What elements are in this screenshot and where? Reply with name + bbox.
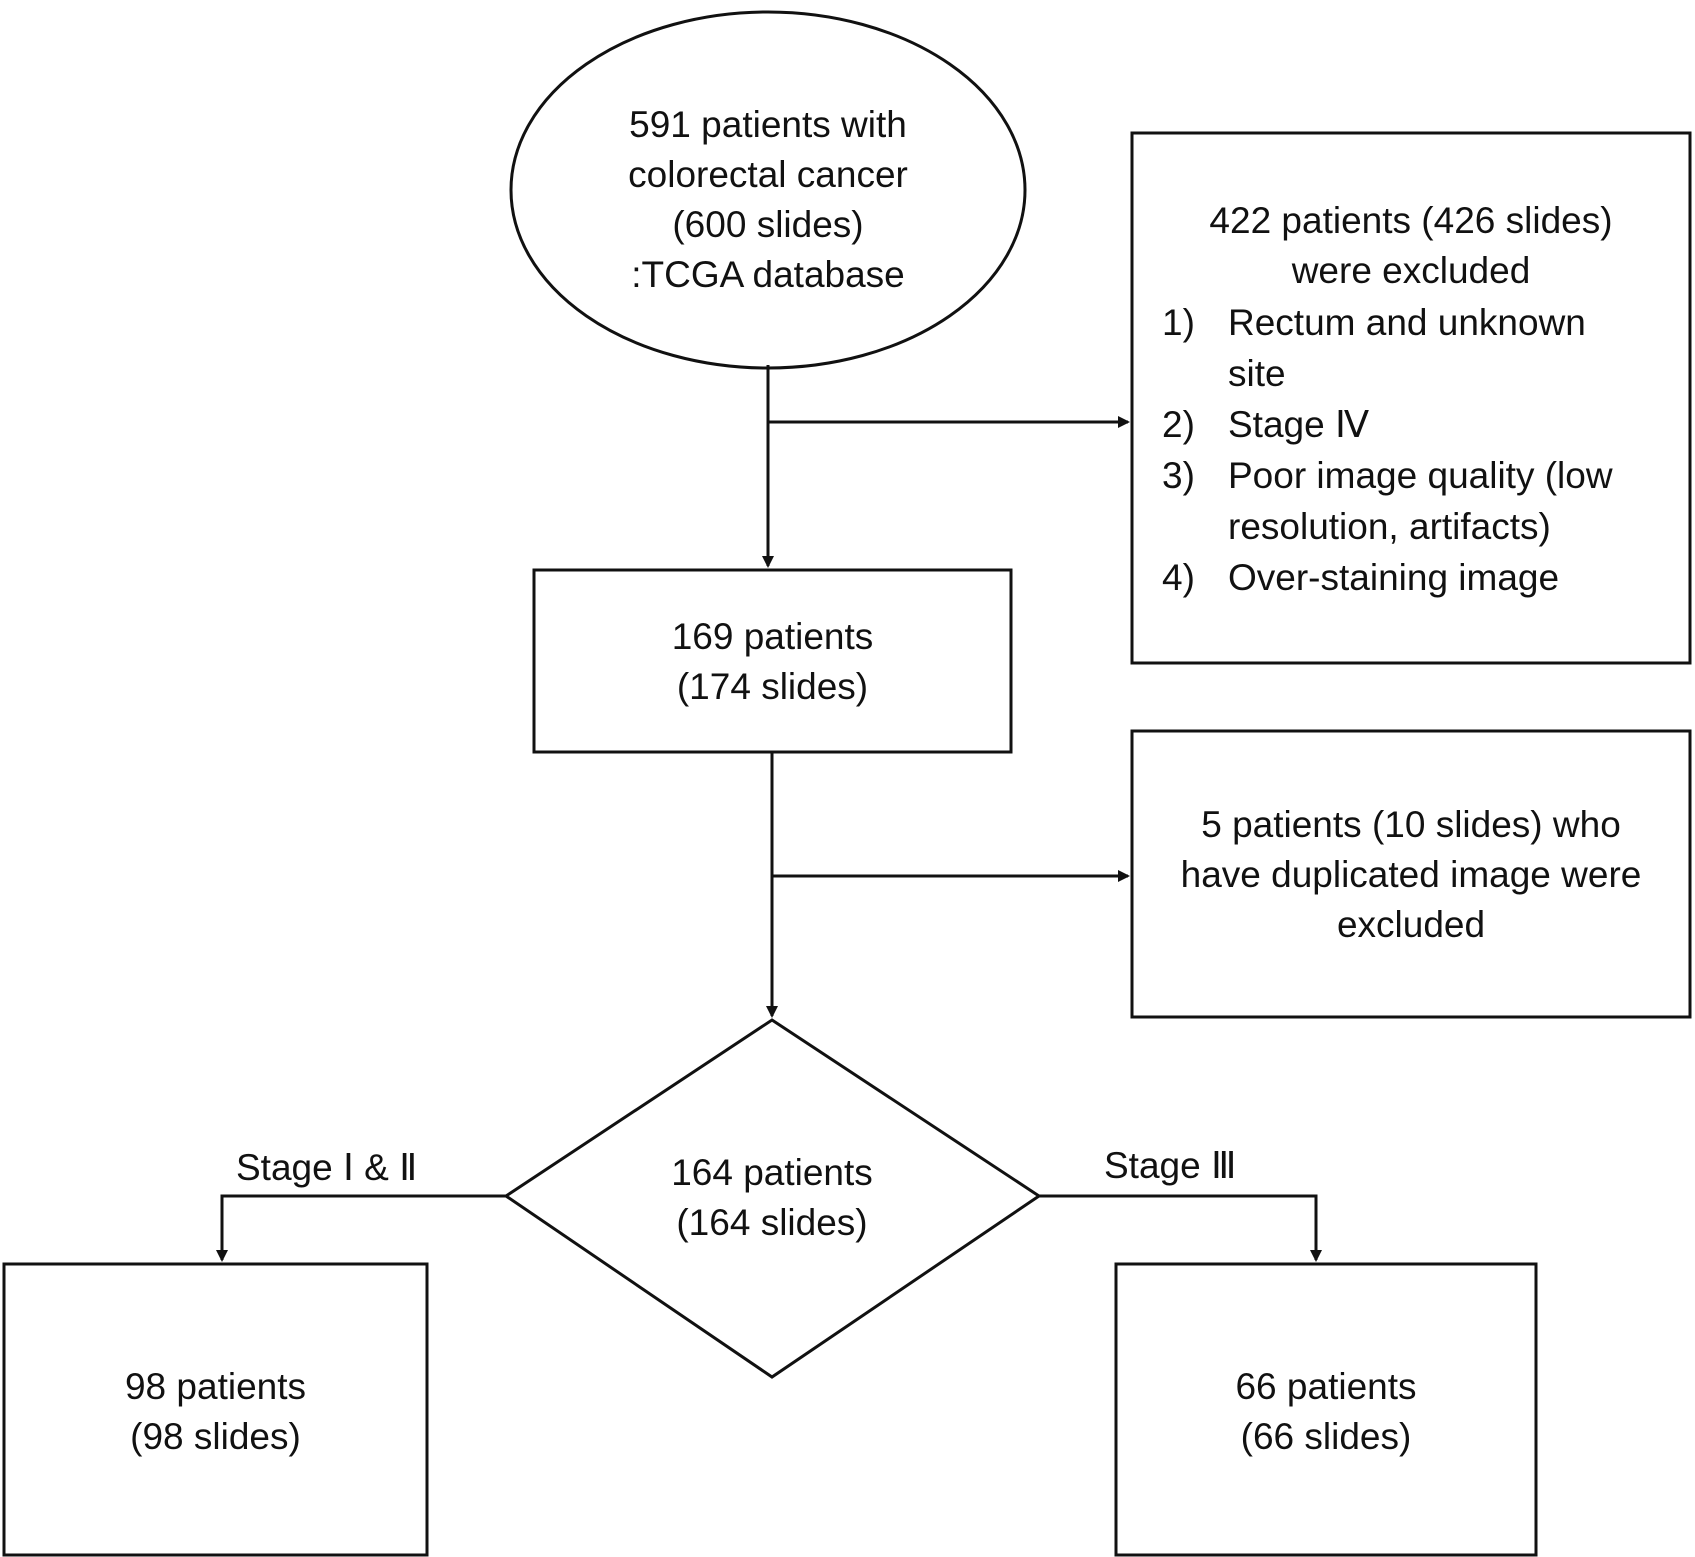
right-result-line-1: 66 patients	[1235, 1366, 1417, 1407]
exclusion-item: 2) Stage Ⅳ	[1162, 399, 1690, 450]
start-node-text: 591 patients with colorectal cancer (600…	[538, 100, 998, 300]
exclusion-box-2	[1130, 729, 1692, 1019]
step-169-line-2: (174 slides)	[676, 666, 869, 707]
decision-diamond	[503, 1018, 1042, 1379]
decision-line-2: (164 slides)	[676, 1202, 868, 1243]
start-line-4: :TCGA database	[631, 254, 905, 295]
arrow-to-right-result	[1039, 1194, 1322, 1262]
exclusion-item-text: Stage Ⅳ	[1228, 404, 1370, 445]
exclusion-item: 1) Rectum and unknown site	[1162, 297, 1690, 399]
exclusion-box-1	[1130, 131, 1692, 665]
exclusion-1-list: 1) Rectum and unknown site 2) Stage Ⅳ 3)…	[1162, 297, 1690, 603]
exclusion-2-line-2: have duplicated image were	[1180, 854, 1642, 895]
exclusion-item-text: Over-staining image	[1228, 557, 1560, 598]
arrow-to-left-result	[216, 1194, 506, 1262]
exclusion-item-number: 4)	[1162, 557, 1195, 598]
right-result-line-2: (66 slides)	[1240, 1416, 1412, 1457]
exclusion-item: 3) Poor image quality (low resolution, a…	[1162, 450, 1690, 552]
exclusion-1-title-line-1: 422 patients (426 slides)	[1209, 200, 1613, 241]
left-result-line-1: 98 patients	[124, 1366, 307, 1407]
right-result-text: 66 patients (66 slides)	[1116, 1362, 1536, 1462]
step-169-text: 169 patients (174 slides)	[534, 612, 1011, 712]
exclusion-1-title-line-2: were excluded	[1291, 250, 1531, 291]
right-result-box	[1114, 1262, 1538, 1557]
exclusion-2-text: 5 patients (10 slides) who have duplicat…	[1136, 800, 1686, 950]
step-169-box	[532, 568, 1013, 754]
exclusion-1-title: 422 patients (426 slides) were excluded	[1136, 196, 1686, 296]
step-169-line-1: 169 patients	[671, 616, 874, 657]
exclusion-item-number: 3)	[1162, 455, 1195, 496]
exclusion-2-line-3: excluded	[1336, 904, 1486, 945]
exclusion-item-number: 2)	[1162, 404, 1195, 445]
stage-3-label: Stage Ⅲ	[1104, 1145, 1237, 1186]
exclusion-item-number: 1)	[1162, 302, 1195, 343]
start-line-2: colorectal cancer	[628, 154, 908, 195]
decision-text: 164 patients (164 slides)	[606, 1148, 938, 1248]
decision-line-1: 164 patients	[671, 1152, 873, 1193]
start-line-1: 591 patients with	[629, 104, 907, 145]
start-line-3: (600 slides)	[672, 204, 864, 245]
left-result-text: 98 patients (98 slides)	[4, 1362, 427, 1462]
left-result-box	[2, 1262, 429, 1557]
exclusion-2-line-1: 5 patients (10 slides) who	[1201, 804, 1621, 845]
left-result-line-2: (98 slides)	[130, 1416, 301, 1457]
exclusion-item-text: Poor image quality (low resolution, arti…	[1228, 455, 1613, 547]
exclusion-item-text: Rectum and unknown site	[1228, 302, 1586, 394]
stage-1-2-label: Stage Ⅰ & Ⅱ	[236, 1147, 418, 1188]
exclusion-item: 4) Over-staining image	[1162, 552, 1690, 603]
